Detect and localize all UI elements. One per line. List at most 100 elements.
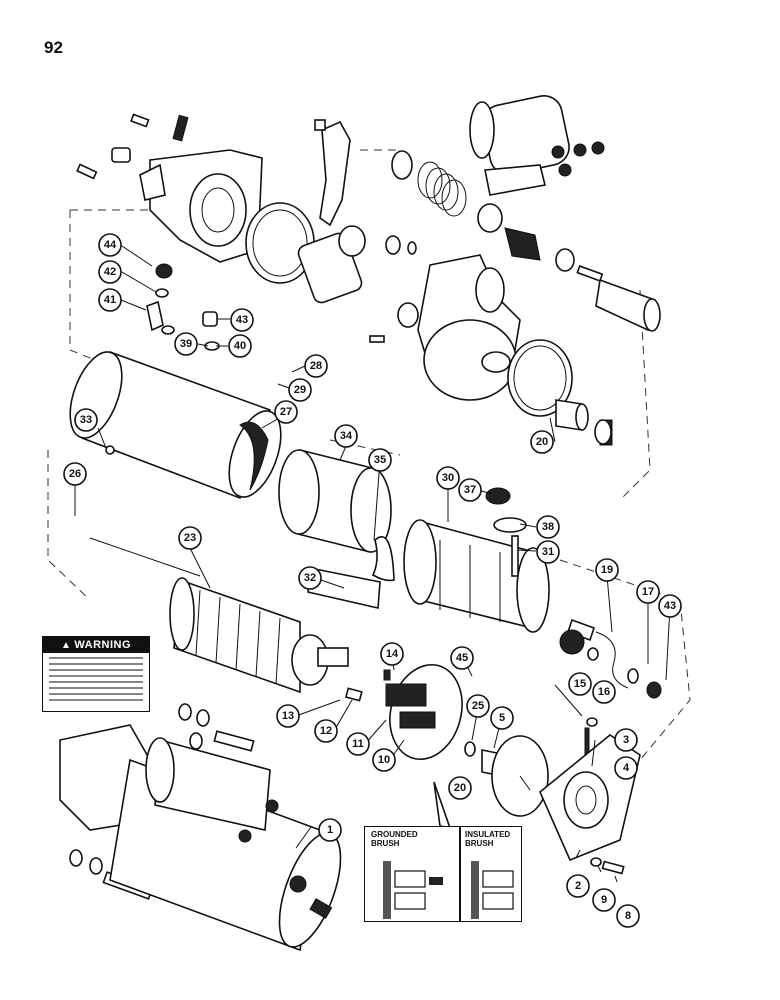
svg-text:43: 43 [664,600,676,612]
insulator-strip [371,536,395,582]
small-bolts-top [76,113,189,180]
brush-detail-inset: GROUNDED BRUSH INSULATED BRUSH [364,826,522,922]
svg-text:30: 30 [442,472,454,484]
callout-43-lower: 43 [658,594,682,618]
svg-text:9: 9 [601,894,607,906]
svg-text:10: 10 [378,754,390,766]
callout-35: 35 [368,448,392,472]
callout-10: 10 [372,748,396,772]
callout-2: 2 [566,874,590,898]
callout-1: 1 [318,818,342,842]
callout-27: 27 [274,400,298,424]
svg-text:27: 27 [280,406,292,418]
insulated-brush-label: INSULATED BRUSH [465,830,511,848]
svg-text:41: 41 [104,294,116,306]
callout-13: 13 [276,704,300,728]
svg-text:26: 26 [69,468,81,480]
svg-text:15: 15 [574,678,586,690]
svg-text:4: 4 [623,762,630,774]
callout-9: 9 [592,888,616,912]
warning-triangle-icon: ▲ [60,640,72,651]
svg-text:23: 23 [184,532,196,544]
callout-19: 19 [595,558,619,582]
commutator-end-frame [539,734,641,862]
brush-detail-drawing [383,861,514,919]
callout-42: 42 [98,260,122,284]
lever-housing [417,254,521,401]
callout-29: 29 [288,378,312,402]
callout-12: 12 [314,719,338,743]
warning-title: ▲WARNING [43,637,149,653]
svg-text:39: 39 [180,338,192,350]
svg-text:29: 29 [294,384,306,396]
svg-text:38: 38 [542,521,554,533]
callout-4: 4 [614,756,638,780]
callout-20-upper: 20 [530,430,554,454]
leader-lines [74,245,671,883]
callout-30: 30 [436,466,460,490]
warning-label: ▲WARNING [42,636,150,712]
callout-28: 28 [304,354,328,378]
shift-lever [319,120,351,227]
callout-15: 15 [568,672,592,696]
svg-text:34: 34 [340,430,353,442]
brush-holder [385,663,463,761]
solenoid-washer [391,150,413,180]
callout-41: 41 [98,288,122,312]
page-number: 92 [44,38,63,57]
grounded-brush-label: GROUNDED BRUSH [371,830,418,848]
svg-text:17: 17 [642,586,654,598]
svg-text:3: 3 [623,734,629,746]
drive-housing [139,149,263,263]
inset-pointer [433,781,452,830]
svg-text:19: 19 [601,564,613,576]
svg-text:37: 37 [464,484,476,496]
callout-14: 14 [380,642,404,666]
callout-43-upper: 43 [230,308,254,332]
svg-text:35: 35 [374,454,386,466]
svg-text:2: 2 [575,880,581,892]
callout-11: 11 [346,732,370,756]
callout-34: 34 [334,424,358,448]
svg-text:45: 45 [456,652,468,664]
callout-3: 3 [614,728,638,752]
svg-text:11: 11 [352,738,364,750]
callout-32: 32 [298,566,322,590]
plunger [576,265,661,332]
plunger-boot [504,227,541,261]
callout-38: 38 [536,515,560,539]
armature [89,537,349,694]
callout-45: 45 [450,646,474,670]
svg-text:44: 44 [104,239,117,251]
svg-text:20: 20 [454,782,466,794]
svg-text:33: 33 [80,414,92,426]
callout-17: 17 [636,580,660,604]
svg-text:32: 32 [304,572,316,584]
svg-text:12: 12 [320,725,332,737]
plunger-spring [417,161,467,217]
callout-37: 37 [458,478,482,502]
drive-pinion [297,225,366,304]
callout-20-lower: 20 [448,776,472,800]
svg-text:14: 14 [386,648,399,660]
svg-text:25: 25 [472,700,484,712]
callout-25: 25 [466,694,490,718]
svg-text:20: 20 [536,436,548,448]
solenoid [469,94,605,196]
svg-text:5: 5 [499,712,505,724]
callout-44: 44 [98,233,122,257]
callout-23: 23 [178,526,202,550]
callout-31: 31 [536,540,560,564]
svg-text:40: 40 [234,340,246,352]
callout-26: 26 [63,462,87,486]
inset-divider [459,827,461,921]
callout-33: 33 [74,408,98,432]
svg-text:31: 31 [542,546,554,558]
field-coils [403,519,550,633]
callout-40: 40 [228,334,252,358]
callout-39: 39 [174,332,198,356]
callout-5: 5 [490,706,514,730]
svg-text:16: 16 [598,686,610,698]
svg-text:43: 43 [236,314,248,326]
